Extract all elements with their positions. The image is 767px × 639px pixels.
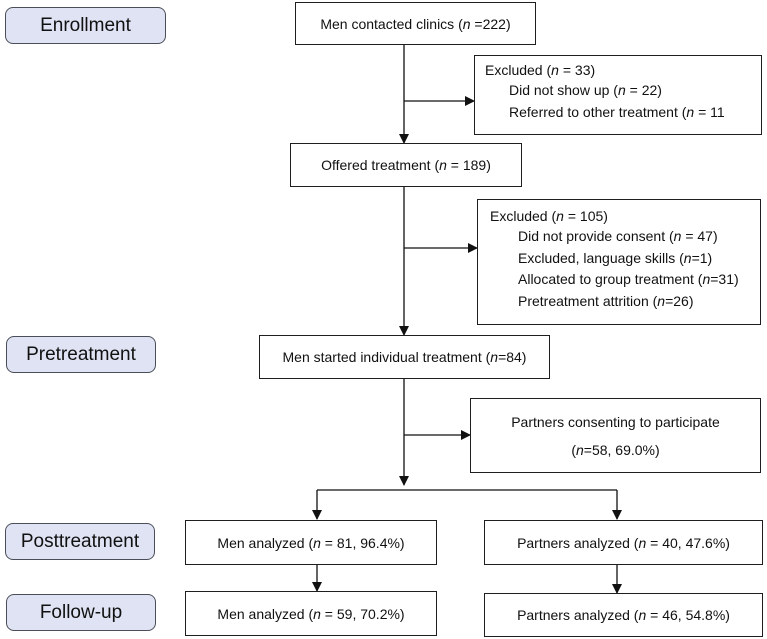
men-contacted-text: Men contacted clinics (n =222) <box>320 15 511 32</box>
box-men-analyzed-post: Men analyzed (n = 81, 96.4%) <box>185 520 437 565</box>
stage-pretreatment-label: Pretreatment <box>26 343 136 365</box>
men-analyzed-followup-text: Men analyzed (n = 59, 70.2%) <box>217 605 405 622</box>
partners-analyzed-followup-text: Partners analyzed (n = 46, 54.8%) <box>517 607 730 623</box>
stage-posttreatment: Posttreatment <box>5 523 155 560</box>
box-offered-treatment: Offered treatment (n = 189) <box>290 143 522 187</box>
stage-pretreatment: Pretreatment <box>6 336 156 373</box>
box-men-contacted: Men contacted clinics (n =222) <box>295 2 536 45</box>
partners-consenting-count: (n=58, 69.0%) <box>571 441 660 458</box>
men-analyzed-post-text: Men analyzed (n = 81, 96.4%) <box>217 534 405 551</box>
box-partners-analyzed-followup: Partners analyzed (n = 46, 54.8%) <box>484 593 763 637</box>
box-men-analyzed-followup: Men analyzed (n = 59, 70.2%) <box>185 591 437 636</box>
stage-enrollment: Enrollment <box>5 7 166 44</box>
stage-enrollment-label: Enrollment <box>40 14 131 36</box>
excluded-1-item: Did not show up (n = 22) <box>509 80 761 102</box>
stage-followup-label: Follow-up <box>39 601 123 623</box>
stage-followup: Follow-up <box>6 594 156 631</box>
offered-treatment-text: Offered treatment (n = 189) <box>321 157 491 173</box>
excluded-2-item: Allocated to group treatment (n=31) <box>518 269 760 291</box>
partners-consenting-label: Partners consenting to participate <box>511 413 720 430</box>
excluded-2-item: Excluded, language skills (n=1) <box>518 248 760 270</box>
box-partners-consenting: Partners consenting to participate (n=58… <box>470 398 761 473</box>
box-excluded-2: Excluded (n = 105) Did not provide conse… <box>477 199 761 325</box>
box-partners-analyzed-post: Partners analyzed (n = 40, 47.6%) <box>484 520 763 565</box>
men-started-text: Men started individual treatment (n=84) <box>282 349 527 365</box>
excluded-2-item: Pretreatment attrition (n=26) <box>518 291 760 313</box>
excluded-1-item: Referred to other treatment (n = 11 <box>509 102 761 124</box>
excluded-2-heading: Excluded (n = 105) <box>490 208 608 224</box>
excluded-2-item: Did not provide consent (n = 47) <box>518 226 760 248</box>
excluded-1-heading: Excluded (n = 33) <box>485 62 596 78</box>
box-excluded-1: Excluded (n = 33) Did not show up (n = 2… <box>474 55 762 135</box>
partners-analyzed-post-text: Partners analyzed (n = 40, 47.6%) <box>517 534 730 551</box>
stage-posttreatment-label: Posttreatment <box>20 530 140 552</box>
box-men-started: Men started individual treatment (n=84) <box>259 335 550 379</box>
